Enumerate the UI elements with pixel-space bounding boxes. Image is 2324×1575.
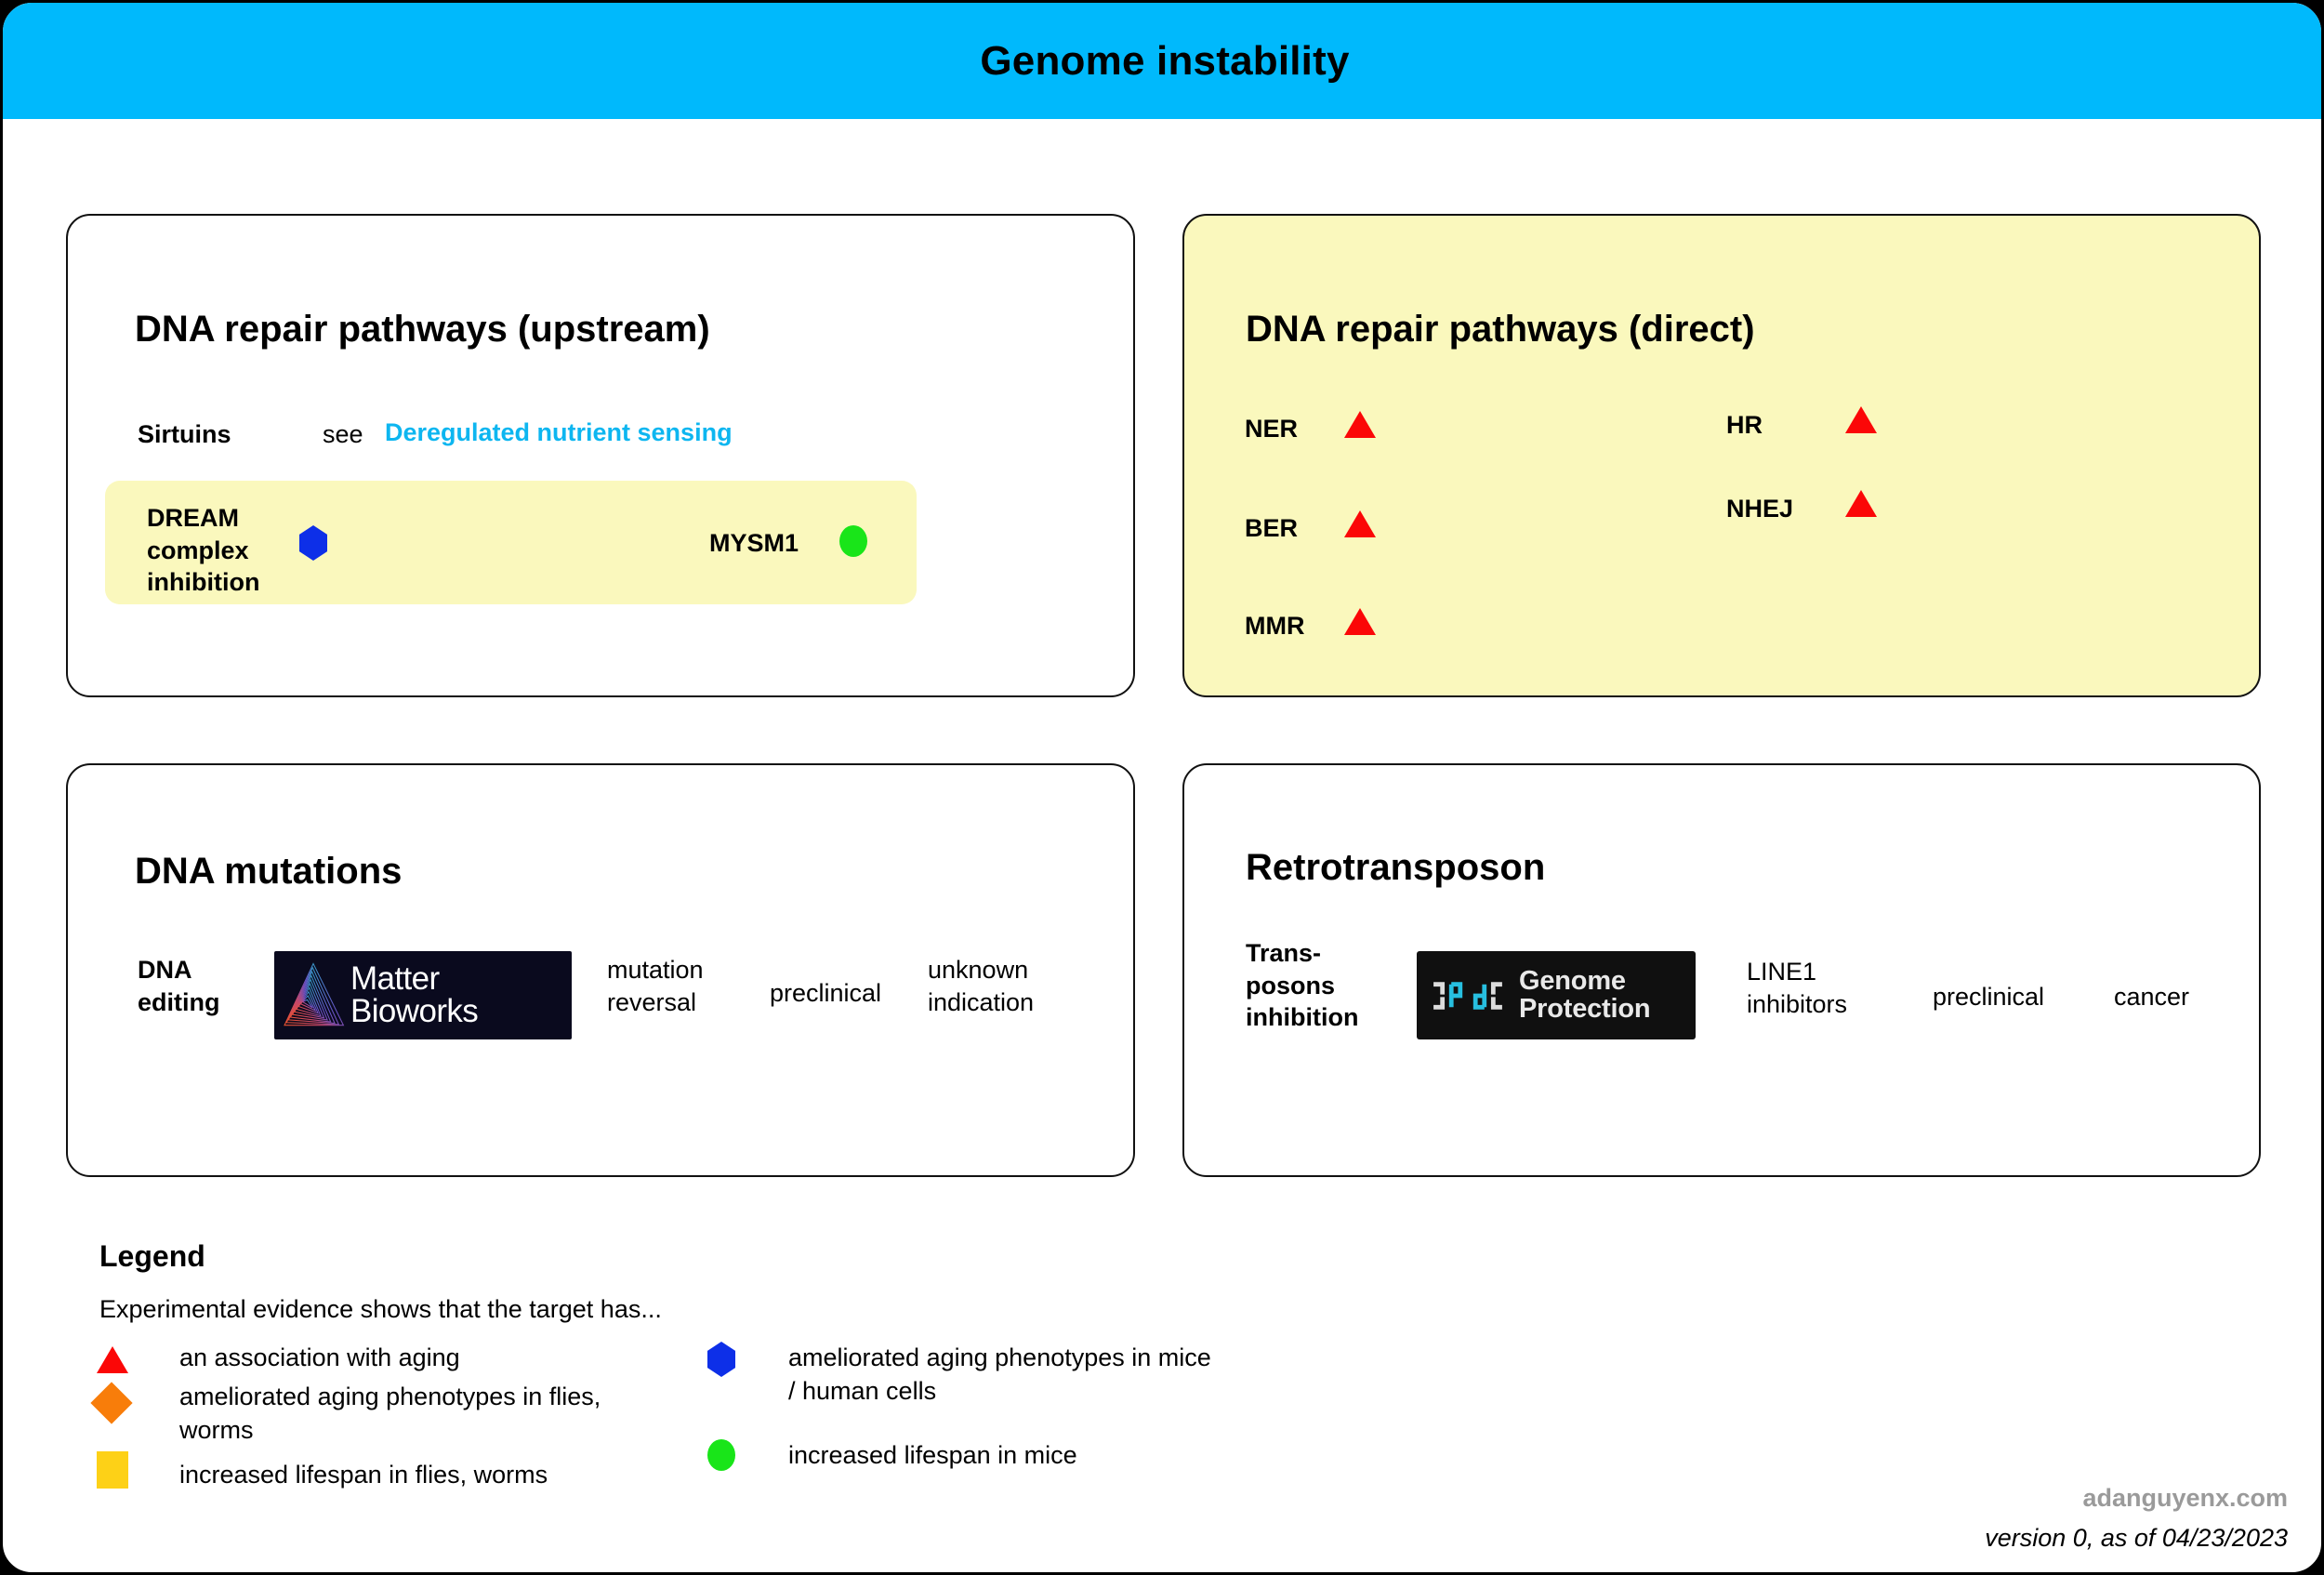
card-title-direct: DNA repair pathways (direct) [1246,309,1755,350]
retro-approach-label: LINE1 inhibitors [1747,958,1848,1018]
genome-protection-logo: Genome Protection [1417,951,1696,1039]
legend-item-label: ameliorated aging phenotypes in flies, w… [179,1383,601,1444]
pathway-nhej-label: NHEJ [1726,495,1794,523]
card-retrotransposon: Retrotransposon Trans- posons inhibition [1182,763,2261,1177]
legend-item-label: increased lifespan in mice [788,1441,1077,1469]
card-dna-repair-upstream: DNA repair pathways (upstream) Sirtuins … [66,214,1135,697]
card-title-upstream: DNA repair pathways (upstream) [135,309,710,350]
mutations-stage-label: preclinical [770,979,882,1007]
legend-item-label: an association with aging [179,1343,460,1371]
retro-indication-label: cancer [2114,983,2190,1011]
page-header: Genome instability [3,3,2321,119]
card-title-mutations: DNA mutations [135,851,403,892]
genome-protection-wordmark: Genome Protection [1519,965,1651,1024]
legend-item-label: increased lifespan in flies, worms [179,1461,548,1489]
diamond-orange-icon [90,1382,133,1424]
sirtuins-see-label: see [323,420,363,448]
hexagon-blue-icon [299,525,327,561]
pathway-ber-label: BER [1245,514,1299,542]
legend-title: Legend [99,1239,205,1273]
retro-modality-label: Trans- posons inhibition [1246,939,1359,1032]
legend-item-label: ameliorated aging phenotypes in mice / h… [788,1343,1211,1405]
matter-bioworks-wordmark: Matter Bioworks [350,960,479,1029]
mutations-modality-label: DNA editing [138,956,220,1016]
retro-stage-label: preclinical [1933,983,2045,1011]
card-dna-repair-direct: DNA repair pathways (direct) NER BER MMR… [1182,214,2261,697]
mutations-indication-label: unknown indication [928,956,1035,1016]
pathway-mmr-label: MMR [1245,612,1305,640]
gp-line1: Genome [1519,965,1626,996]
hexagon-blue-icon [707,1342,735,1377]
footer-version-label: version 0, as of 04/23/2023 [1985,1524,2288,1552]
circle-green-icon [839,525,867,557]
triangle-red-icon [97,1346,128,1373]
legend-subtitle: Experimental evidence shows that the tar… [99,1295,662,1323]
triangle-red-icon [1344,411,1376,438]
sirtuins-label: Sirtuins [138,420,231,448]
gp-line2: Protection [1519,993,1651,1024]
genome-protection-mark-icon [1433,981,1502,1010]
page-title: Genome instability [980,37,1350,84]
deregulated-nutrient-sensing-link[interactable]: Deregulated nutrient sensing [385,418,733,446]
pathway-hr-label: HR [1726,411,1763,439]
matter-line2: Bioworks [350,992,479,1029]
matter-bioworks-logo: Matter Bioworks [274,951,572,1039]
triangle-red-icon [1845,490,1877,517]
footer-site-label: adanguyenx.com [2082,1484,2288,1512]
card-title-retrotransposon: Retrotransposon [1246,847,1546,888]
circle-green-icon [707,1439,735,1471]
mutations-approach-label: mutation reversal [607,956,704,1016]
triangle-red-icon [1344,510,1376,537]
matter-line1: Matter [350,960,440,998]
matter-bioworks-mark-icon [284,961,345,1026]
pathway-ner-label: NER [1245,415,1299,443]
triangle-red-icon [1344,608,1376,635]
card-dna-mutations: DNA mutations DNA editing [66,763,1135,1177]
triangle-red-icon [1845,406,1877,433]
dream-complex-label: DREAM complex inhibition [147,504,260,597]
dream-complex-group: DREAM complex inhibition MYSM1 [105,481,917,604]
mysm1-label: MYSM1 [709,529,799,557]
square-yellow-icon [97,1451,128,1489]
